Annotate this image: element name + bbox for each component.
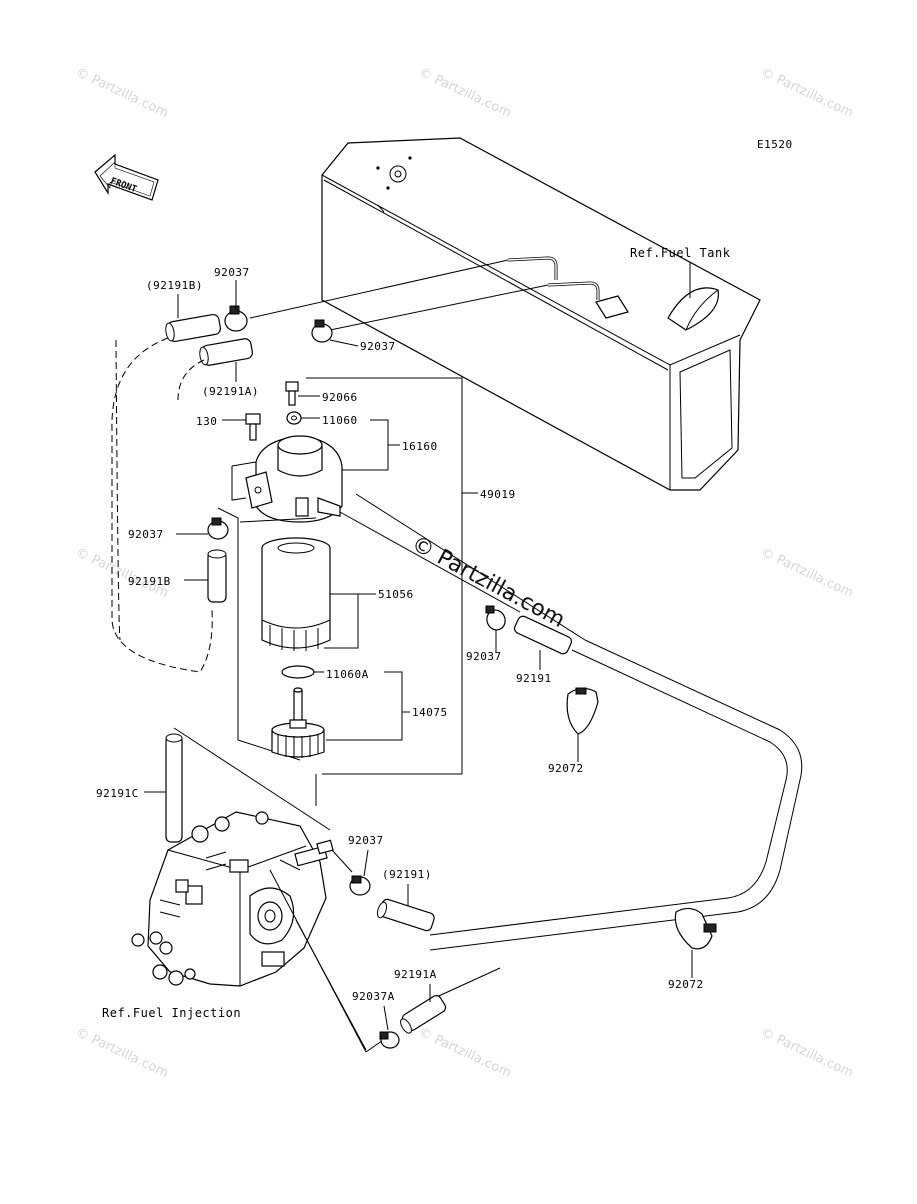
fuel-line	[429, 649, 788, 936]
band-92072	[566, 687, 599, 735]
fuel-injection-pump	[131, 811, 334, 987]
clamp-92037a	[379, 1031, 400, 1049]
part-label-92037a: 92037A	[352, 990, 395, 1003]
part-label-14075: 14075	[412, 706, 448, 719]
frame-line	[173, 727, 331, 831]
filter-head-16160	[231, 435, 343, 523]
clamp-92037	[485, 605, 506, 631]
bracket-line	[326, 671, 403, 741]
bracket-line	[324, 593, 359, 649]
frame-line	[295, 919, 367, 1051]
diagram-code: E1520	[757, 138, 793, 151]
ref-fuel-tank-label: Ref.Fuel Tank	[630, 246, 731, 260]
hose-92191b-upper	[165, 313, 221, 343]
part-label-49019: 49019	[480, 488, 516, 501]
part-label-92191: 92191	[516, 672, 552, 685]
part-label-92037: 92037	[360, 340, 396, 353]
part-label-11060: 11060	[322, 414, 358, 427]
clamp-92037	[207, 517, 229, 540]
fuel-line	[249, 259, 509, 319]
fuel-line	[331, 849, 353, 873]
leader-line	[383, 1005, 389, 1031]
part-label-92037: 92037	[214, 266, 250, 279]
clamp-92037	[349, 875, 371, 896]
part-label-92191c: 92191C	[96, 787, 139, 800]
frame-line	[217, 507, 301, 761]
hose-92191	[513, 615, 573, 655]
part-label-92191b-paren: (92191B)	[146, 279, 203, 292]
clamp-92037	[311, 319, 333, 343]
part-label-51056: 51056	[378, 588, 414, 601]
part-label-92072: 92072	[548, 762, 584, 775]
ref-fuel-injection-label: Ref.Fuel Injection	[102, 1006, 241, 1020]
watermark-text: © Partzilla.com	[73, 65, 170, 121]
o-ring-11060a	[281, 665, 315, 679]
washer-11060	[286, 411, 302, 425]
part-label-92191a-paren: (92191A)	[202, 385, 259, 398]
hose-92191a-lower	[400, 994, 447, 1034]
fuel-line	[429, 967, 501, 1001]
fuel-tank	[321, 137, 761, 491]
hose-92191-lower	[376, 898, 435, 932]
part-label-92191-paren: (92191)	[382, 868, 432, 881]
hose-92191b	[207, 549, 227, 603]
watermark-text: © Partzilla.com	[758, 65, 855, 121]
watermark-text: © Partzilla.com	[758, 545, 855, 601]
part-label-92037: 92037	[128, 528, 164, 541]
part-label-92037: 92037	[466, 650, 502, 663]
leader-line	[363, 849, 369, 877]
part-label-92191a: 92191A	[394, 968, 437, 981]
part-label-92191b: 92191B	[128, 575, 171, 588]
front-arrow: FRONT	[94, 153, 159, 201]
watermark-text: © Partzilla.com	[416, 1025, 513, 1081]
filter-element-51056	[261, 537, 331, 651]
dashed-hose-route	[111, 337, 213, 673]
hose-92191c	[165, 733, 183, 843]
bolt-130	[245, 413, 261, 441]
part-label-92072: 92072	[668, 978, 704, 991]
watermark-text: © Partzilla.com	[73, 545, 170, 601]
bracket-line	[334, 419, 389, 471]
part-label-92066: 92066	[322, 391, 358, 404]
fuel-line	[429, 639, 803, 951]
band-92072	[674, 907, 717, 950]
watermark-text: © Partzilla.com	[758, 1025, 855, 1081]
clamp-92037	[224, 305, 248, 332]
fuel-line	[355, 493, 586, 641]
fuel-line	[339, 511, 521, 613]
leader-line	[329, 339, 359, 347]
part-label-16160: 16160	[402, 440, 438, 453]
watermark-text: © Partzilla.com	[416, 65, 513, 121]
bolt-92066	[285, 381, 299, 406]
part-label-92037: 92037	[348, 834, 384, 847]
dashed-hose-route	[115, 339, 121, 641]
hose-92191a-upper	[199, 338, 254, 366]
part-label-130: 130	[196, 415, 217, 428]
drain-cock-14075	[271, 687, 325, 758]
watermark-text: © Partzilla.com	[73, 1025, 170, 1081]
bracket-line	[306, 377, 463, 775]
dashed-hose-route	[177, 359, 205, 401]
fuel-line	[329, 284, 549, 331]
frame-line	[239, 517, 317, 523]
part-label-11060a: 11060A	[326, 668, 369, 681]
